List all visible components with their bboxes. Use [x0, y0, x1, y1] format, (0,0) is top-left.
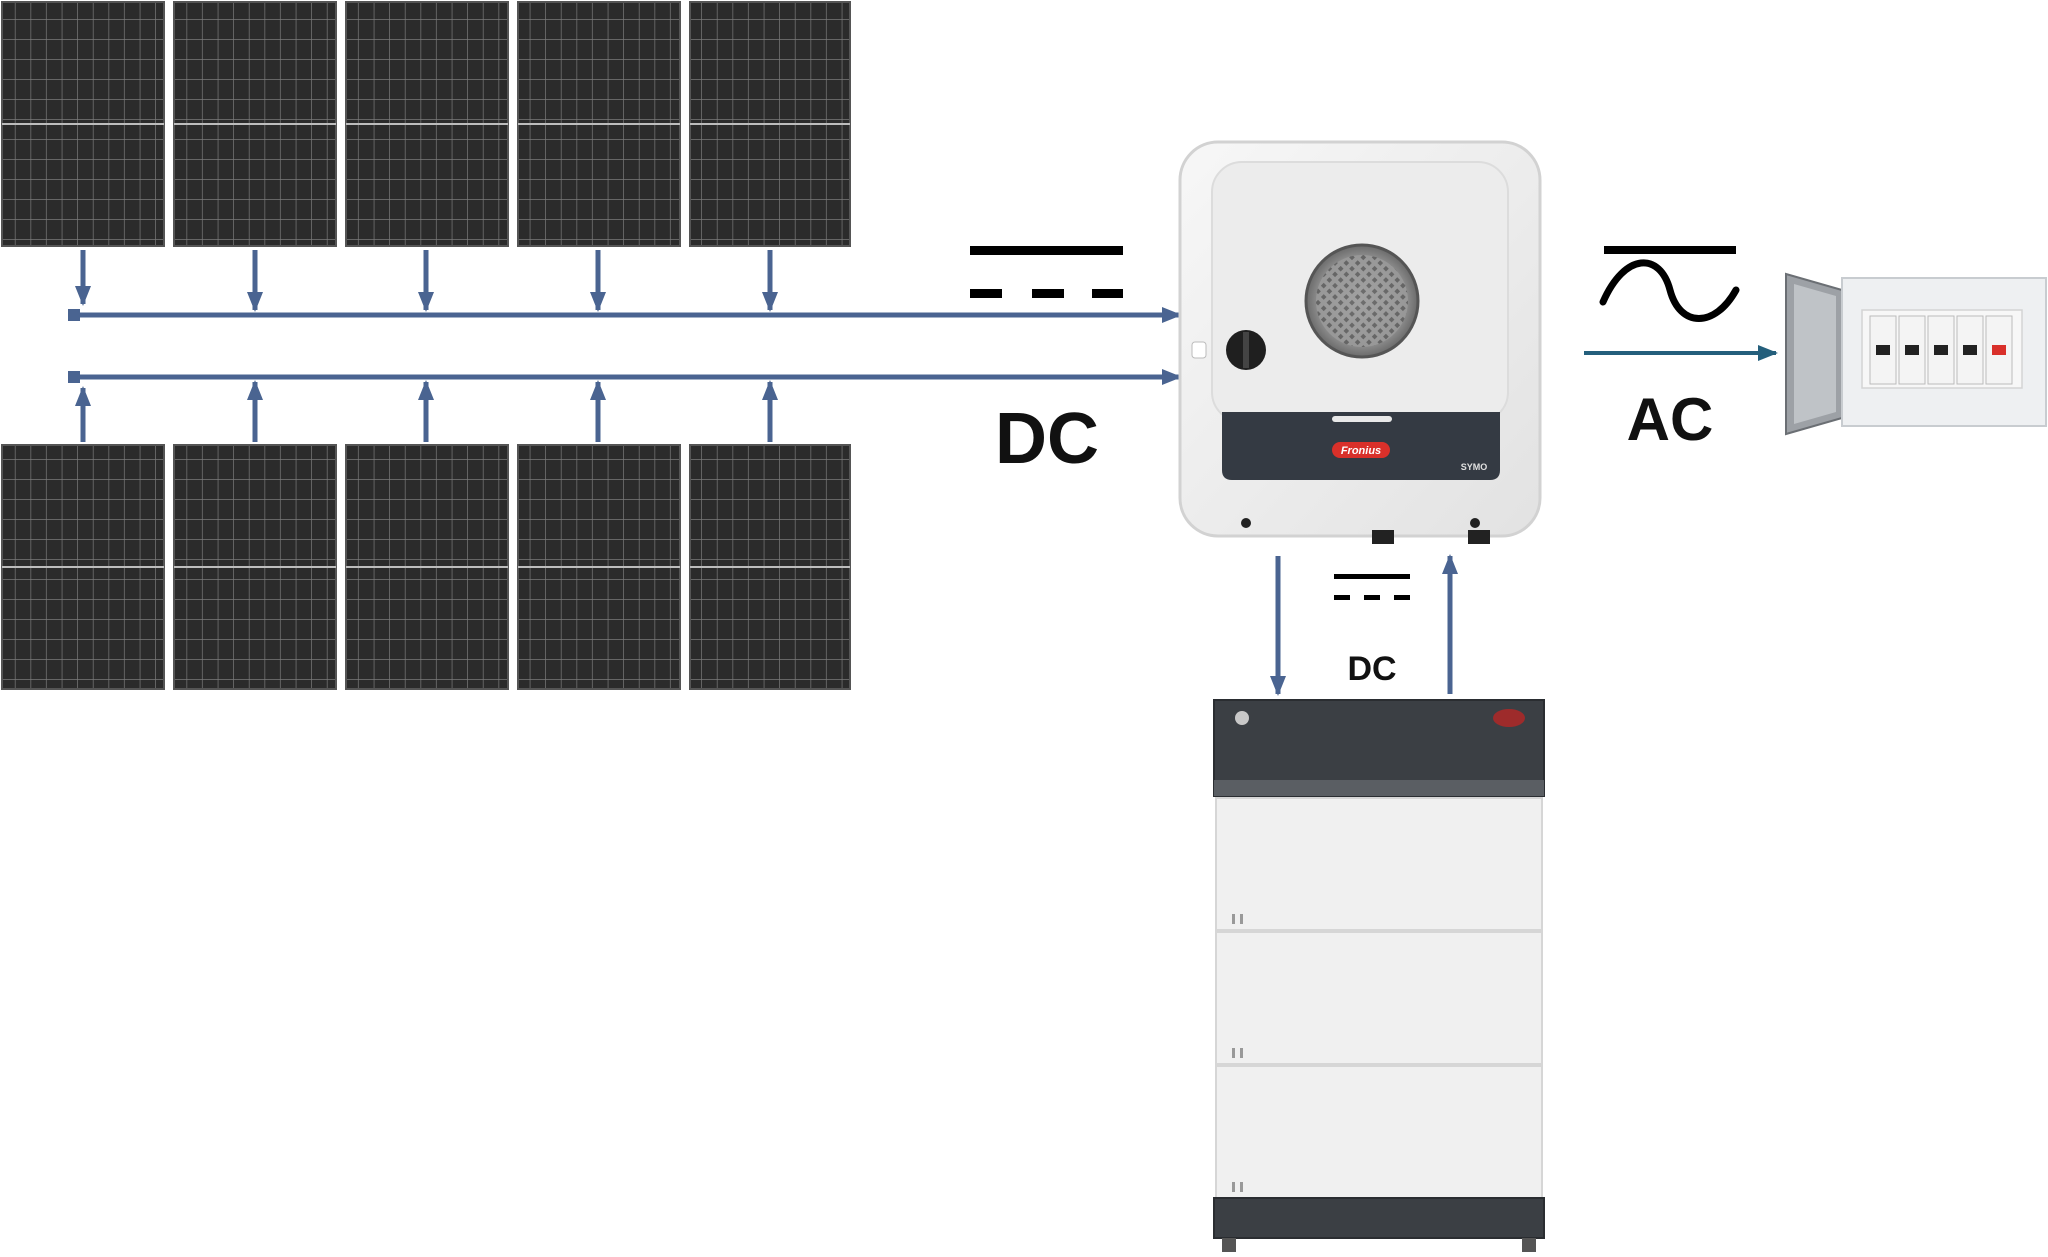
- dc-label-pv: DC: [995, 399, 1099, 479]
- dc-label-battery: DC: [1347, 650, 1396, 688]
- battery-module: [1215, 931, 1543, 1065]
- dc-bus-bottom: [68, 369, 1182, 442]
- dc-current-symbol-icon: [970, 246, 1123, 298]
- solar-panel: [517, 444, 681, 690]
- battery-module: [1215, 1065, 1543, 1199]
- battery-stack: [1213, 699, 1545, 1252]
- solar-panel: [173, 1, 337, 247]
- circuit-breaker-icon: [1869, 315, 1897, 385]
- ac-label: AC: [1627, 386, 1714, 453]
- solar-panel: [689, 1, 851, 247]
- dc-disconnect-knob-icon: [1191, 330, 1266, 370]
- inverter-brand-logo: Fronius: [1332, 442, 1390, 458]
- solar-panel: [517, 1, 681, 247]
- solar-panel: [1, 444, 165, 690]
- pv-array-bottom: [1, 444, 851, 690]
- svg-text:Fronius: Fronius: [1341, 445, 1381, 457]
- circuit-breaker-icon: [1956, 315, 1984, 385]
- distribution-board: [1785, 272, 2047, 436]
- inverter: Fronius SYMO: [1178, 140, 1542, 544]
- circuit-breaker-red-icon: [1985, 315, 2013, 385]
- ac-sine-symbol-icon: [1599, 246, 1740, 322]
- battery-brand-logo: [1493, 709, 1525, 727]
- solar-panel: [1, 1, 165, 247]
- solar-panel: [345, 1, 509, 247]
- dc-bus-top: [68, 250, 1182, 323]
- pv-array-top: [1, 1, 851, 247]
- power-button-icon: [1235, 711, 1249, 725]
- fan-icon: [1304, 243, 1420, 359]
- dc-current-symbol-small-icon: [1334, 574, 1410, 600]
- solar-panel: [689, 444, 851, 690]
- solar-panel: [345, 444, 509, 690]
- circuit-breaker-icon: [1898, 315, 1926, 385]
- battery-module: [1215, 797, 1543, 931]
- inverter-model-label: SYMO: [1461, 462, 1488, 472]
- solar-panel: [173, 444, 337, 690]
- circuit-breaker-icon: [1927, 315, 1955, 385]
